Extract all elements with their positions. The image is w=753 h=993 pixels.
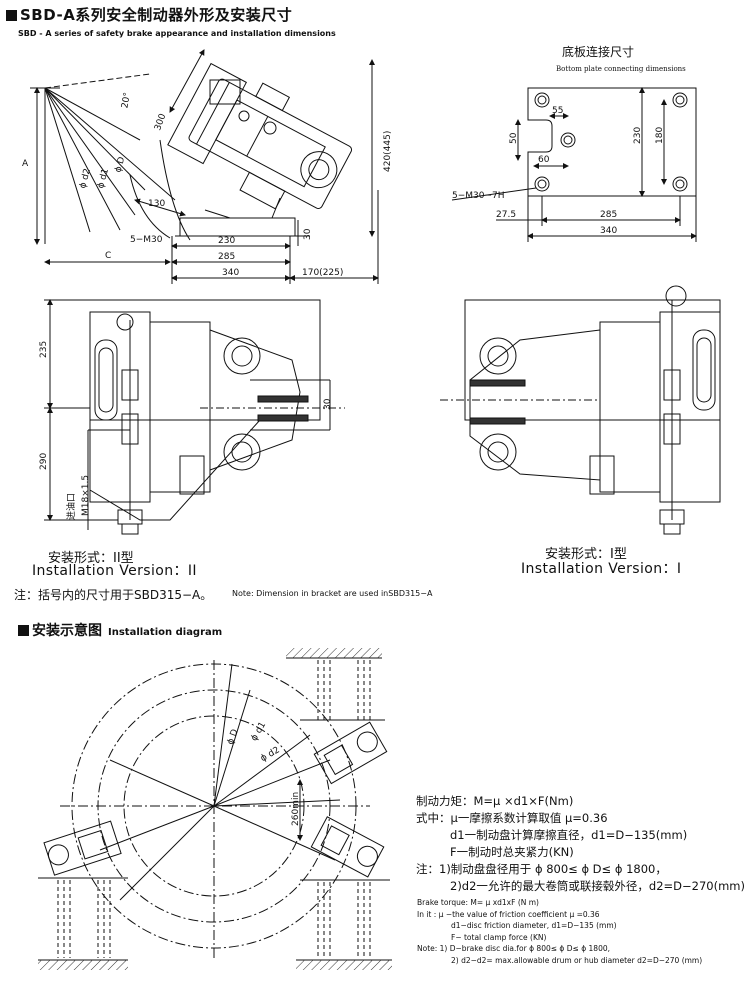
version-ii-label-en: Installation Version：II bbox=[32, 563, 197, 579]
ver2-oil-inlet: 进油口 bbox=[65, 493, 77, 520]
dim-label-230: 230 bbox=[218, 236, 235, 246]
dim-label-340: 340 bbox=[222, 268, 239, 278]
plate-dim-340: 340 bbox=[600, 226, 617, 236]
bracket-note-cn: 注：括号内的尺寸用于SBD315−A。 bbox=[14, 588, 213, 602]
inst-260min: 260min bbox=[291, 792, 301, 826]
formula-line: 2) d2−d2= max.allowable drum or hub diam… bbox=[451, 955, 703, 965]
bottom-plate bbox=[451, 87, 697, 242]
page-title: SBD-A系列安全制动器外形及安装尺寸 bbox=[6, 4, 292, 25]
dim-label-phi-d2: ϕ d2 bbox=[78, 168, 93, 190]
version-i-label-cn: 安装形式：I型 bbox=[545, 547, 627, 562]
dim-label-angle: 20° bbox=[120, 92, 133, 109]
square-bullet-icon bbox=[6, 10, 17, 21]
formula-line: 注：1)制动盘盘径用于 ϕ 800≤ ϕ D≤ ϕ 1800， bbox=[416, 862, 667, 876]
dim-label-130: 130 bbox=[148, 199, 165, 209]
ver2-thread: M18×1.5 bbox=[81, 475, 91, 516]
version-ii-drawing bbox=[44, 299, 345, 535]
formula-line: F− total clamp force (KN) bbox=[451, 932, 547, 942]
plate-dim-60: 60 bbox=[538, 155, 550, 165]
page-title-text: SBD-A系列安全制动器外形及安装尺寸 bbox=[20, 6, 293, 24]
install-diagram-title: 安装示意图 Installation diagram bbox=[18, 620, 222, 640]
plate-dim-50: 50 bbox=[509, 132, 519, 144]
version-i-drawing bbox=[440, 285, 721, 535]
side-view bbox=[30, 49, 379, 284]
formula-block-cn: 制动力矩：M=μ ×d1×F(Nm) 式中：μ一摩擦系数计算取值 μ=0.36 … bbox=[416, 793, 745, 895]
dim-label-c: C bbox=[105, 251, 111, 261]
installation-diagram bbox=[38, 648, 392, 970]
formula-line: 2)d2一允许的最大卷筒或联接毂外径，d2=D−270(mm) bbox=[450, 879, 745, 893]
dim-label-170: 170(225) bbox=[302, 268, 343, 278]
bracket-note-en: Note: Dimension in bracket are used inSB… bbox=[232, 589, 433, 598]
formula-block-en: Brake torque: M= μ xd1xF (N m) In it : μ… bbox=[417, 897, 702, 966]
formula-line: F一制动时总夹紧力(KN) bbox=[450, 845, 574, 859]
dim-label-420: 420(445) bbox=[383, 131, 393, 172]
ver2-dim-30: 30 bbox=[323, 398, 333, 410]
formula-line: d1−disc friction diameter, d1=D−135 (mm) bbox=[451, 921, 617, 930]
plate-dim-285: 285 bbox=[600, 210, 617, 220]
plate-dim-m30: 5−M30−7H bbox=[452, 191, 505, 201]
square-bullet-icon bbox=[18, 625, 29, 636]
formula-line: 式中：μ一摩擦系数计算取值 μ=0.36 bbox=[416, 811, 608, 825]
dim-label-300: 300 bbox=[153, 112, 168, 132]
install-diagram-title-en: Installation diagram bbox=[108, 627, 223, 638]
dim-label-285: 285 bbox=[218, 252, 235, 262]
formula-line: In it : μ −the value of friction coeffic… bbox=[417, 909, 600, 919]
bottom-plate-title-en: Bottom plate connecting dimensions bbox=[556, 65, 686, 73]
plate-dim-55: 55 bbox=[552, 106, 563, 116]
bottom-plate-title: 底板连接尺寸 bbox=[562, 44, 634, 59]
dim-label-phi-d: ϕ D bbox=[114, 156, 128, 174]
dim-label-m30: 5−M30 bbox=[130, 235, 163, 245]
ver2-dim-290: 290 bbox=[39, 453, 49, 470]
formula-line: Brake torque: M= μ xd1xF (N m) bbox=[417, 898, 539, 907]
plate-dim-180: 180 bbox=[655, 127, 665, 144]
page-subtitle: SBD - A series of safety brake appearanc… bbox=[18, 29, 336, 38]
plate-dim-27: 27.5 bbox=[496, 210, 516, 220]
ver2-dim-235: 235 bbox=[39, 341, 49, 358]
dim-label-30: 30 bbox=[303, 228, 313, 240]
version-i-label-en: Installation Version：I bbox=[521, 561, 682, 577]
formula-line: d1一制动盘计算摩擦直径，d1=D−135(mm) bbox=[450, 828, 688, 842]
install-diagram-title-cn: 安装示意图 bbox=[32, 623, 102, 639]
formula-line: 制动力矩：M=μ ×d1×F(Nm) bbox=[416, 794, 574, 808]
formula-line: Note: 1) D−brake disc dia.for ϕ 800≤ ϕ D… bbox=[417, 944, 610, 953]
plate-dim-230: 230 bbox=[633, 127, 643, 144]
inst-phi-d2: ϕ d2 bbox=[259, 745, 282, 764]
version-ii-label-cn: 安装形式：II型 bbox=[48, 551, 134, 566]
dim-label-a: A bbox=[22, 159, 29, 169]
inst-phi-d: ϕ D bbox=[226, 728, 241, 746]
